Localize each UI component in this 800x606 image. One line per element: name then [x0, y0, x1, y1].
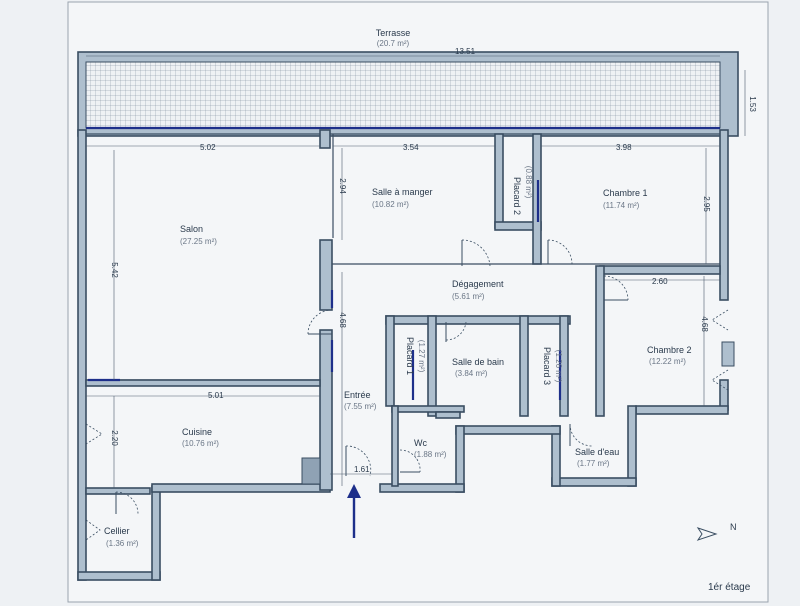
placard1-area: (1.27 m²) — [417, 340, 426, 373]
dim-cuisine-width: 5.01 — [208, 391, 224, 400]
wc-area: (1.88 m²) — [414, 450, 447, 459]
terrasse-area — [77, 51, 739, 137]
salon-area: (27.25 m²) — [180, 237, 217, 246]
dim-entree-width: 1.61 — [354, 465, 370, 474]
placard2-name: Placard 2 — [512, 177, 522, 215]
dim-terrasse-depth-group: 1.53 — [748, 96, 757, 112]
room-labels: Terrasse (20.7 m²) Salon (27.25 m²) Sall… — [104, 28, 692, 548]
placard2-label: Placard 2 (0.88 m²) — [512, 166, 533, 215]
dim-salon-width: 5.02 — [200, 143, 216, 152]
cuisine-area: (10.76 m²) — [182, 439, 219, 448]
dim-salon-depth: 5.42 — [110, 262, 119, 278]
floor-label: 1ér étage — [708, 582, 751, 593]
entree-name: Entrée — [344, 390, 371, 400]
wc-name: Wc — [414, 438, 427, 448]
degagement-name: Dégagement — [452, 279, 504, 289]
placard1-name: Placard 1 — [405, 337, 415, 375]
north-arrow-icon — [696, 527, 718, 541]
cuisine-name: Cuisine — [182, 427, 212, 437]
salle-a-manger-area: (10.82 m²) — [372, 200, 409, 209]
dim-chambre2-depth: 4.68 — [700, 316, 709, 332]
chambre1-name: Chambre 1 — [603, 188, 648, 198]
entrance-arrow-icon — [347, 484, 361, 538]
salle-d-eau-area: (1.77 m²) — [577, 459, 610, 468]
dimension-labels: 13.51 1.53 5.02 3.54 3.98 2.94 2.95 5.42… — [110, 47, 757, 474]
placard2-area: (0.88 m²) — [524, 166, 533, 199]
dim-salle-a-manger-width: 3.54 — [403, 143, 419, 152]
terrasse-area-value: (20.7 m²) — [377, 39, 410, 48]
dim-entree-depth: 4.68 — [338, 312, 347, 328]
terrasse-name: Terrasse — [376, 28, 411, 38]
chambre2-name: Chambre 2 — [647, 345, 692, 355]
placard3-name: Placard 3 — [542, 347, 552, 385]
dim-salon-depth-group: 5.42 — [110, 262, 119, 278]
doors — [85, 239, 735, 541]
salle-a-manger-name: Salle à manger — [372, 187, 433, 197]
north-label: N — [730, 522, 737, 532]
degagement-area: (5.61 m²) — [452, 292, 485, 301]
dim-chambre2-width: 2.60 — [652, 277, 668, 286]
placard3-label: Placard 3 (1.26 m²) — [542, 347, 563, 385]
dimension-lines — [86, 55, 746, 488]
cellier-area: (1.36 m²) — [106, 539, 139, 548]
dim-chambre1-depth-group: 2.95 — [702, 196, 711, 212]
salle-de-bain-area: (3.84 m²) — [455, 369, 488, 378]
dim-chambre1-width: 3.98 — [616, 143, 632, 152]
dim-salle-a-manger-depth-group: 2.94 — [338, 178, 347, 194]
placard3-area: (1.26 m²) — [554, 350, 563, 383]
cellier-name: Cellier — [104, 526, 130, 536]
dim-chambre2-depth-group: 4.68 — [700, 316, 709, 332]
entree-area: (7.55 m²) — [344, 402, 377, 411]
placard1-label: Placard 1 (1.27 m²) — [405, 337, 426, 375]
chambre2-area: (12.22 m²) — [649, 357, 686, 366]
dim-chambre1-depth: 2.95 — [702, 196, 711, 212]
dim-entree-depth-group: 4.68 — [338, 312, 347, 328]
dim-terrasse-depth: 1.53 — [748, 96, 757, 112]
dim-cuisine-depth: 2.20 — [110, 430, 119, 446]
salle-de-bain-name: Salle de bain — [452, 357, 504, 367]
dim-salle-a-manger-depth: 2.94 — [338, 178, 347, 194]
salle-d-eau-name: Salle d'eau — [575, 447, 619, 457]
dim-cuisine-depth-group: 2.20 — [110, 430, 119, 446]
salon-name: Salon — [180, 224, 203, 234]
dim-terrasse-width: 13.51 — [455, 47, 476, 56]
accent-walls — [88, 180, 562, 400]
exterior-walls — [77, 129, 729, 581]
chambre1-area: (11.74 m²) — [603, 201, 640, 210]
